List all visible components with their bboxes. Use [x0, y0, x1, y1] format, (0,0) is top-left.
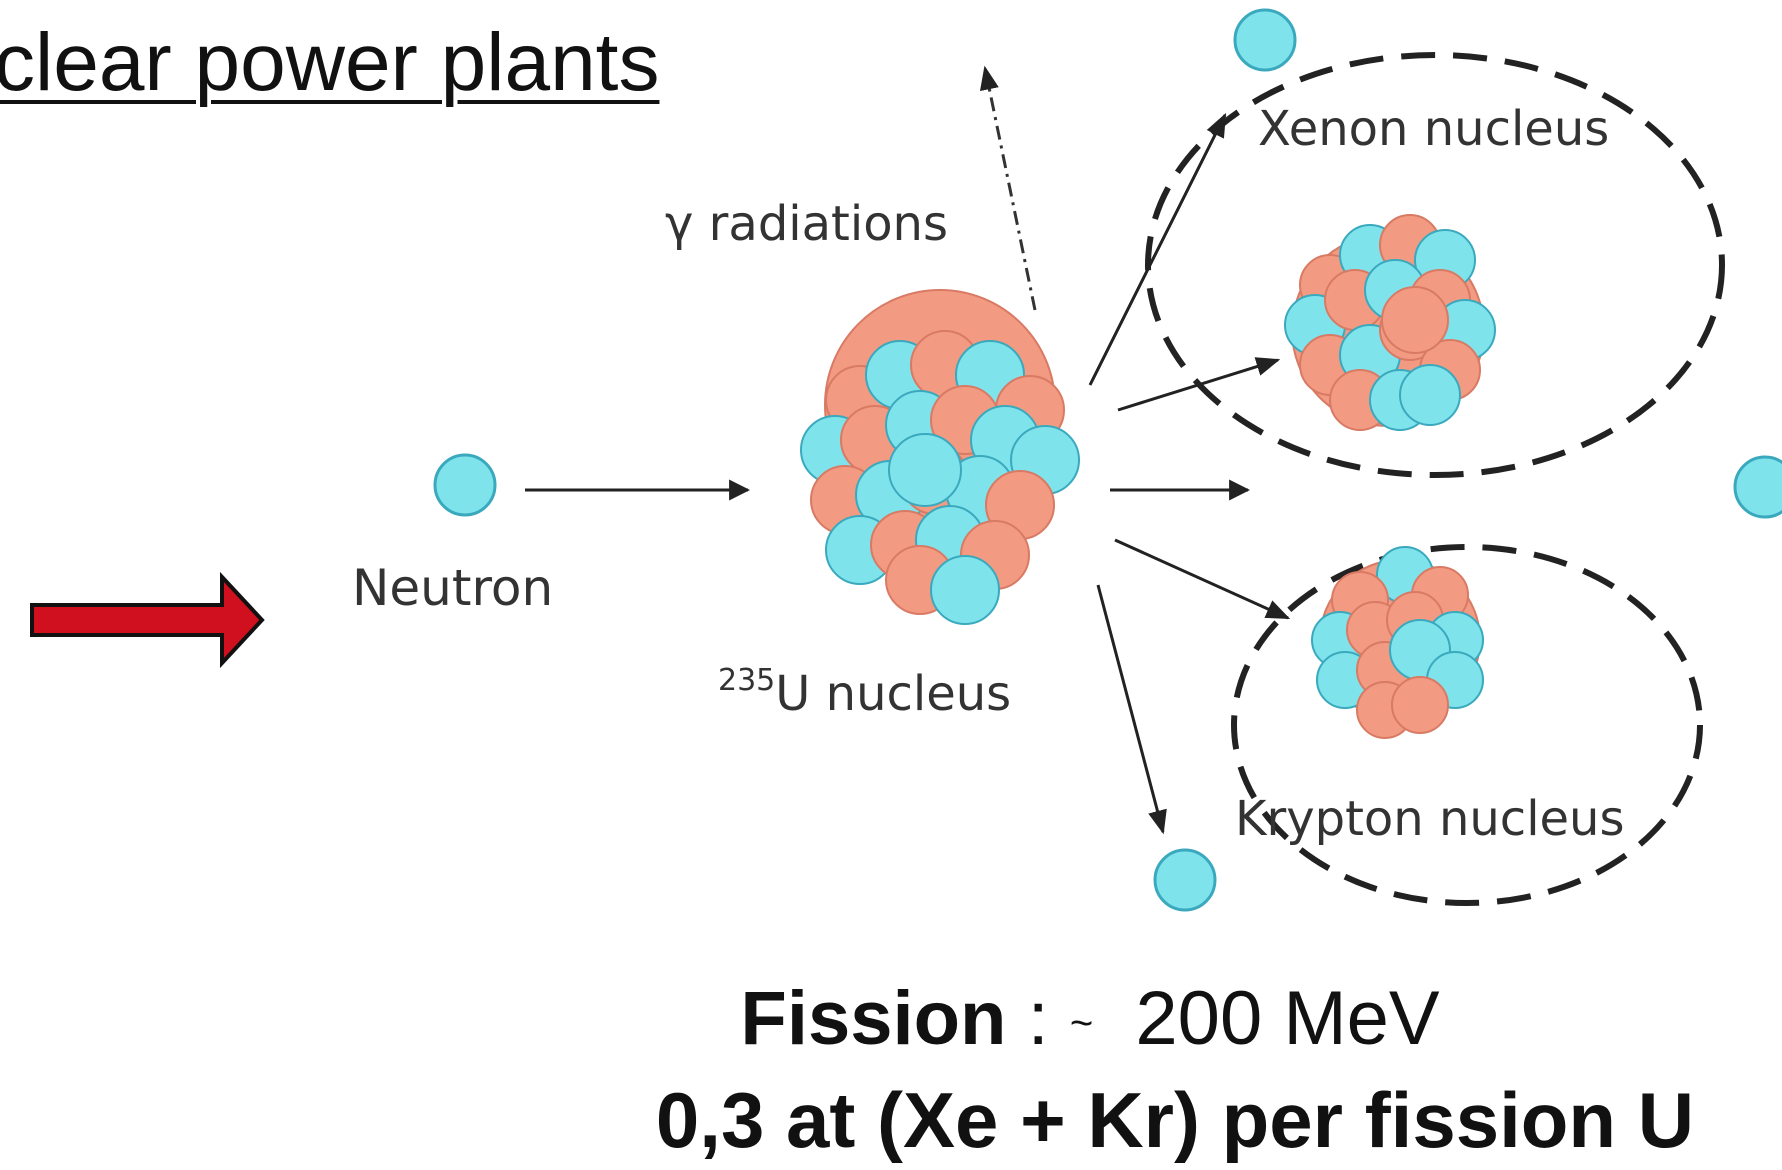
- uranium-label: 235U nucleus: [718, 663, 1011, 722]
- uranium-nucleus: [800, 289, 1080, 625]
- released-neutron-right: [1733, 455, 1782, 519]
- xenon-boundary: [1145, 52, 1725, 478]
- gamma-label: γ radiations: [665, 196, 948, 252]
- fission-label: Fission: [740, 976, 1007, 1061]
- xenon-nucleus: [1284, 214, 1496, 431]
- krypton-nucleus: [1311, 546, 1484, 739]
- krypton-label: Krypton nucleus: [1235, 791, 1624, 847]
- released-neutron-bottom: [1153, 848, 1217, 912]
- approx-symbol: ~: [1069, 1001, 1094, 1046]
- neutron-particle: [433, 453, 497, 517]
- page-title: clear power plants: [0, 17, 660, 108]
- fission-separator: :: [1006, 976, 1070, 1061]
- neutron-label: Neutron: [352, 559, 553, 617]
- krypton-boundary: [1231, 544, 1703, 906]
- released-neutron-top: [1233, 8, 1297, 72]
- uranium-mass-number: 235: [718, 663, 775, 698]
- fragment-arrow-lower: [1114, 538, 1291, 620]
- xenon-label: Xenon nucleus: [1258, 101, 1609, 157]
- fission-energy-value: 200 MeV: [1093, 976, 1440, 1061]
- fission-energy-caption: Fission : ~ 200 MeV: [640, 975, 1540, 1062]
- fragment-arrow-upper-far: [1088, 112, 1227, 386]
- fragment-arrow-lower-far: [1096, 584, 1167, 835]
- uranium-label-text: U nucleus: [775, 666, 1011, 722]
- red-arrow-icon: [30, 571, 265, 669]
- gamma-arrow: [979, 65, 1037, 311]
- fission-yield-caption: 0,3 at (Xe + Kr) per fission U: [655, 1076, 1695, 1164]
